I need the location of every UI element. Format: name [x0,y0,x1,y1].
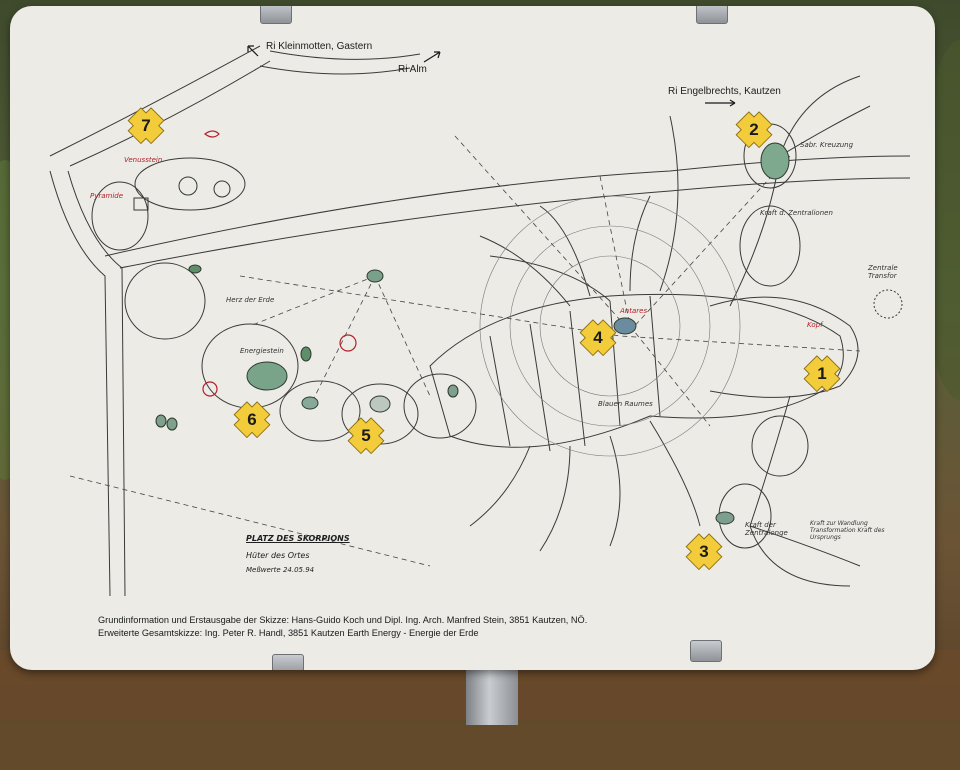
label-energiestein: Energiestein [240,347,284,355]
marker-3[interactable]: 3 [684,532,724,572]
label-kraft-zentralonge: Kraft der Zentralonge [745,521,788,537]
place-title: PLATZ DES SKORPIONS Hüter des Ortes Meßw… [246,534,350,574]
label-kraft-wandlung: Kraft zur Wandlung Transformation Kraft … [810,520,885,541]
marker-diamond-icon [347,417,385,455]
arrow-alm [423,51,441,63]
transfo-circle [873,289,903,319]
label-kopf: Kopf [807,321,823,329]
road-left [49,170,111,597]
arrow-engelbrechts [705,99,736,107]
marker-6[interactable]: 6 [232,400,272,440]
marker-diamond-icon [579,319,617,357]
label-hueter-des-ortes: Hüter des Ortes [246,551,310,560]
tail-segment-6 [403,373,477,439]
label-sabr-kreuzung: Sabr. Kreuzung [800,141,854,149]
marker-4[interactable]: 4 [578,318,618,358]
road-top-left [49,45,261,157]
tail-segment-3 [201,323,299,409]
tail-tip [91,181,149,251]
mounting-clip-top-right [696,6,728,24]
legs-lower [469,420,701,552]
label-pyramide: Pyramide [90,192,124,200]
marker-2-number: 2 [749,120,759,139]
tail-segment-2 [124,262,206,340]
marker-4-number: 4 [593,328,603,347]
red-mark [202,381,218,397]
marker-5-number: 5 [361,426,371,445]
marker-3-number: 3 [699,542,709,561]
mounting-clip-bottom-left [272,654,304,670]
label-venusstein: Venusstein [124,156,163,164]
label-platz-des-skorpions: PLATZ DES SKORPIONS [246,534,350,543]
marker-6-number: 6 [247,410,257,429]
marker-7[interactable]: 7 [126,106,166,146]
map-drawing [49,45,911,597]
marker-2[interactable]: 2 [734,110,774,150]
marker-diamond-icon [803,355,841,393]
marker-diamond-icon [685,533,723,571]
arrow-kleinmotten [247,45,259,57]
energy-stone [246,361,288,391]
mounting-clip-top-left [260,6,292,24]
energy-ring-outer [479,195,741,457]
marker-5[interactable]: 5 [346,416,386,456]
marker-diamond-icon [735,111,773,149]
mounting-clip-bottom-right [690,640,722,662]
label-kraft-zentral: Kraft d. Zentralionen [760,209,833,217]
tail-segment-4 [279,380,361,442]
road-top [104,155,911,257]
marker-7-number: 7 [141,116,151,135]
label-herz-der-erde: Herz der Erde [226,296,275,304]
scorpion-map-board: Ri Kleinmotten, Gastern Ri Alm Ri Engelb… [10,6,935,670]
credits-line-1: Grundinformation und Erstausgabe der Ski… [98,615,588,625]
label-messwerte: Meßwerte 24.05.94 [246,566,315,574]
legs-upper [479,115,679,307]
energy-line-main [239,275,861,352]
scorpion-head [709,296,859,398]
label-blauen-raumes: Blauen Raumes [598,400,653,408]
antares-stone [613,317,637,335]
claw-lower [749,395,861,587]
direction-alm: Ri Alm [398,64,427,75]
label-zentrale: Zentrale Transfor [868,264,898,280]
direction-kleinmotten: Ri Kleinmotten, Gastern [266,41,373,52]
direction-engelbrechts: Ri Engelbrechts, Kautzen [668,86,781,97]
crossing-stone [760,142,790,180]
label-antares: Antares [620,307,648,315]
marker-diamond-icon [233,401,271,439]
tail-segment-1 [134,157,246,211]
credits: Grundinformation und Erstausgabe der Ski… [98,614,587,640]
credits-line-2: Erweiterte Gesamtskizze: Ing. Peter R. H… [98,628,479,638]
pyramid-square [133,197,149,211]
marker-1-number: 1 [817,364,827,383]
marker-diamond-icon [127,107,165,145]
marker-1[interactable]: 1 [802,354,842,394]
